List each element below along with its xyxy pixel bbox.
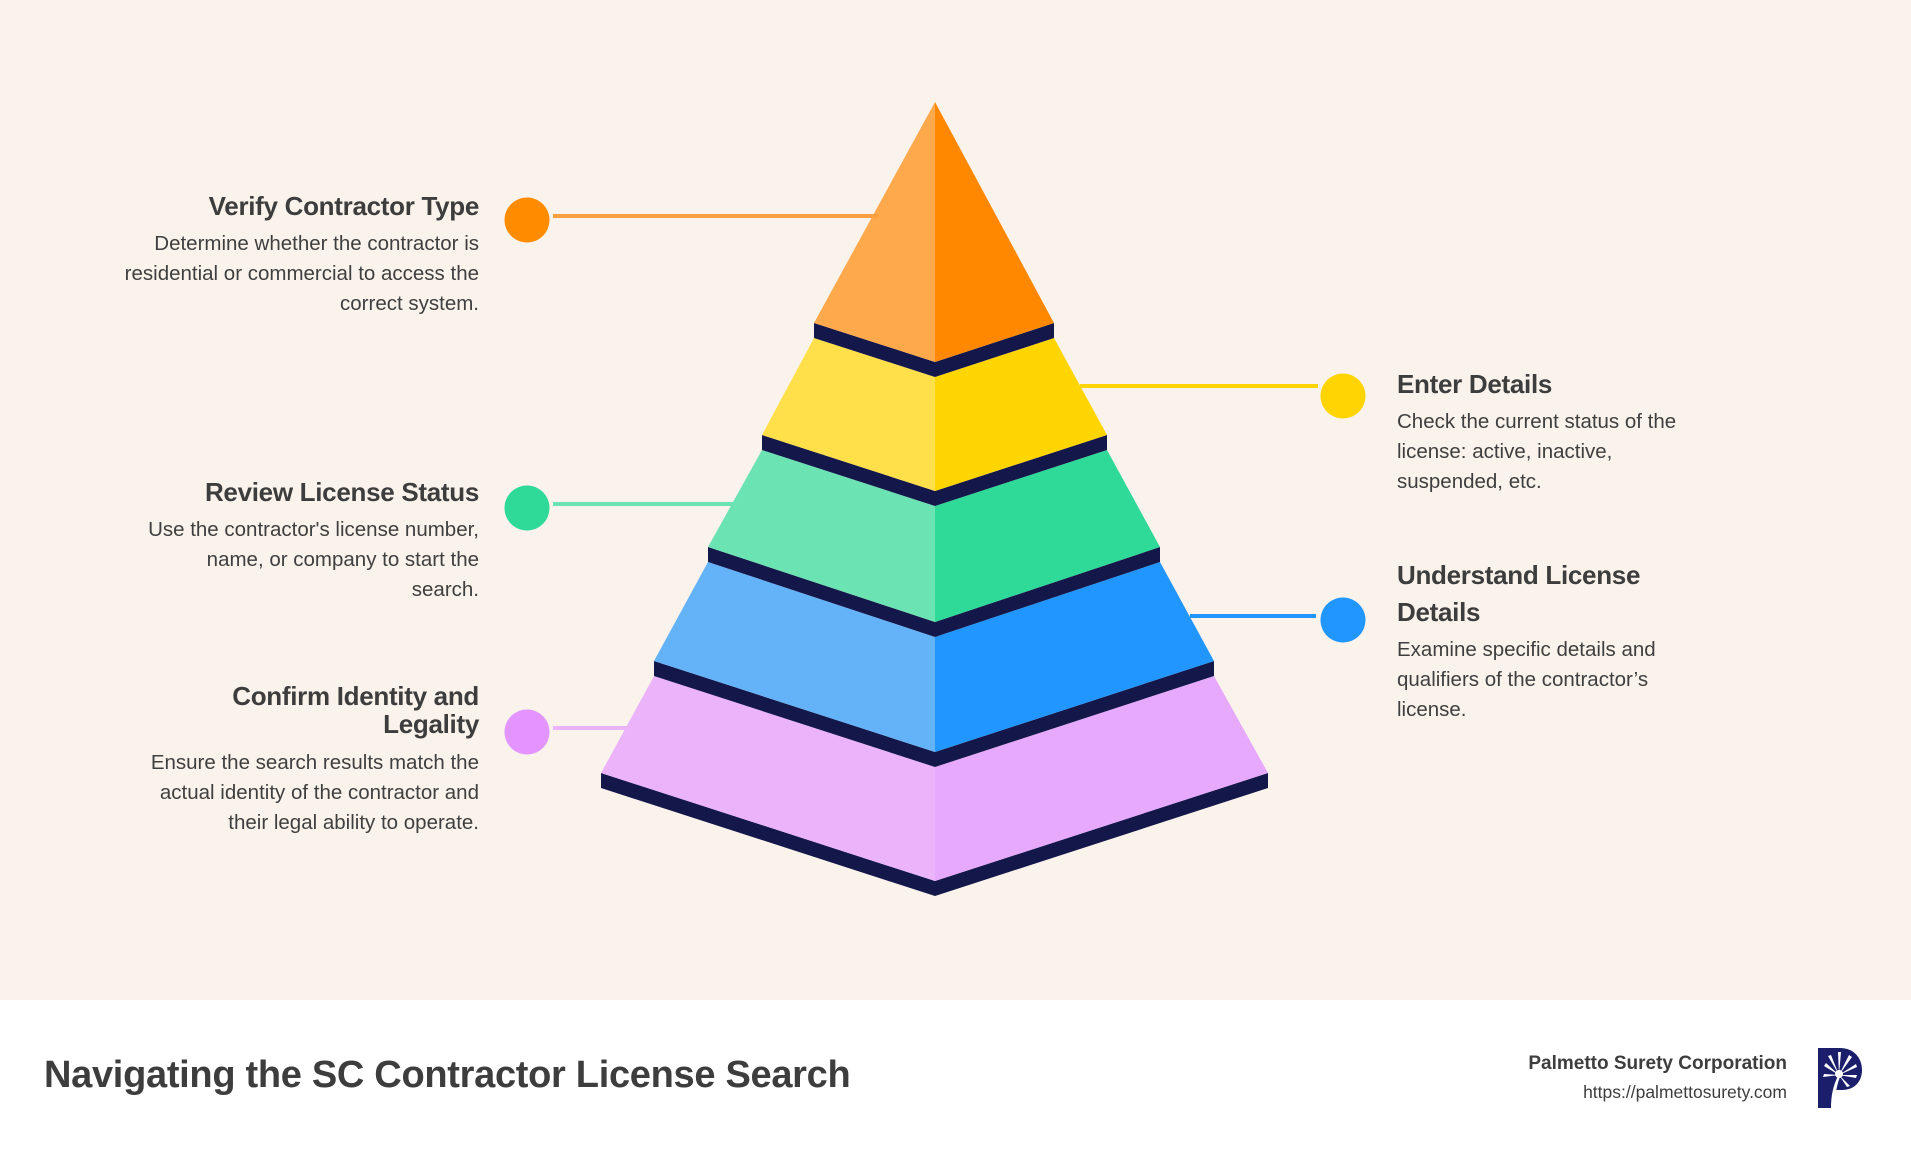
pyramid-diagram [504, 102, 1366, 896]
step-title: Understand License Details [1397, 560, 1641, 627]
step-title: Enter Details [1397, 369, 1553, 399]
infographic-canvas: Verify Contractor Type Determine whether… [0, 0, 1911, 1000]
connector-top [504, 197, 879, 243]
pyramid-level-fourth [654, 562, 1214, 767]
pyramid-level-base [601, 676, 1268, 896]
brand-block: Palmetto Surety Corporation https://palm… [1528, 1050, 1787, 1106]
step-description: Check the current status of the license:… [1397, 410, 1677, 493]
step-verify-contractor-type: Verify Contractor Type Determine whether… [120, 188, 480, 319]
connector-third [504, 485, 739, 531]
step-understand-license-details: Understand License Details Examine speci… [1397, 557, 1697, 725]
step-description: Examine specific details and qualifiers … [1397, 638, 1656, 721]
step-confirm-identity-legality: Confirm Identity and Legality Ensure the… [150, 682, 479, 838]
step-description: Determine whether the contractor is resi… [124, 232, 479, 315]
infographic-title: Navigating the SC Contractor License Sea… [44, 1054, 851, 1096]
step-title: Verify Contractor Type [208, 191, 480, 221]
connector-second [1080, 373, 1366, 419]
step-review-license-status: Review License Status Use the contractor… [140, 474, 479, 605]
step-description: Ensure the search results match the actu… [150, 751, 479, 834]
step-title: Confirm Identity and Legality [232, 681, 479, 739]
pyramid-level-second [762, 338, 1107, 506]
connector-fourth [1190, 597, 1366, 643]
footer: Navigating the SC Contractor License Sea… [0, 1000, 1911, 1160]
step-title: Review License Status [204, 477, 479, 507]
pyramid-level-top [814, 102, 1054, 377]
pyramid-level-third [708, 450, 1160, 637]
step-description: Use the contractor's license number, nam… [148, 518, 479, 601]
palmetto-p-logo-icon [1818, 1048, 1862, 1108]
brand-url[interactable]: https://palmettosurety.com [1583, 1082, 1787, 1102]
step-enter-details: Enter Details Check the current status o… [1397, 366, 1717, 497]
connector-base [504, 709, 629, 755]
brand-name: Palmetto Surety Corporation [1528, 1053, 1787, 1074]
